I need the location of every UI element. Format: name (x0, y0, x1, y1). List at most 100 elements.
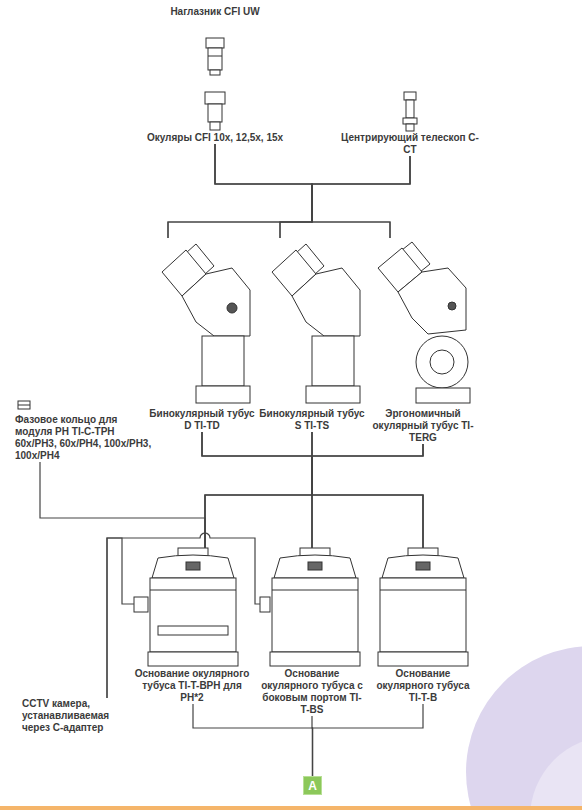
binocular-tube-s (272, 244, 360, 403)
base-foot (270, 652, 360, 666)
side-port (260, 597, 270, 612)
component-caption: Основание окулярного тубуса с боковым по… (260, 668, 364, 716)
eyepiece-top (205, 92, 225, 104)
tube-neck (312, 336, 354, 386)
component-tube: Бинокулярный тубус D TI-TD (148, 238, 256, 432)
figure-space (150, 18, 280, 80)
binocular-tube-d (162, 244, 250, 403)
connector-line (202, 432, 423, 548)
connector-line (215, 144, 390, 238)
connector-line (107, 538, 134, 698)
connector-line (280, 156, 410, 238)
figure-space (258, 238, 366, 408)
tube-head (398, 268, 466, 334)
base-logo (186, 562, 200, 570)
bottom-stripe (0, 806, 582, 810)
side-port (134, 597, 148, 612)
tube-flange (196, 386, 250, 403)
component-caption: Центрирующий телескоп C-CT (335, 132, 485, 156)
telescope-top (404, 92, 416, 100)
base-foot (378, 652, 468, 666)
eyepiece-end (210, 122, 220, 130)
tube-base-b (378, 548, 468, 666)
eyecup-rim (206, 38, 224, 48)
connector-line (205, 444, 423, 548)
figure-space (371, 548, 475, 668)
connector-line (312, 444, 423, 548)
connector-line (312, 432, 423, 548)
connector-line (205, 432, 312, 548)
tube-cylinder-cap (430, 350, 454, 374)
component-caption: Наглазник CFI UW (150, 6, 280, 18)
phase-ring-line (18, 405, 30, 406)
component-tube-base: Основание окулярного тубуса TI-T-B (371, 548, 475, 704)
telescope-ring (403, 118, 417, 124)
connector-line (202, 432, 312, 548)
base-line (380, 590, 466, 591)
eyecup-line (208, 56, 222, 57)
component-tube: Эргономичный окулярный тубус TI-TERG (369, 238, 477, 444)
tube-base-bph (134, 548, 238, 666)
figure-space (335, 88, 485, 132)
eyepiece-body (208, 104, 222, 122)
decor-circle (530, 736, 582, 810)
component-caption: Бинокулярный тубус D TI-TD (148, 408, 256, 432)
telescope-body (406, 100, 414, 118)
phase-ring (18, 401, 30, 409)
telescope-icon (403, 92, 417, 131)
tube-knob (448, 302, 456, 310)
component-phase-ring: Фазовое кольцо для модуля PH TI-C-TPH 60… (15, 400, 155, 462)
component-eyecup: Наглазник CFI UW (150, 6, 280, 80)
component-caption: Бинокулярный тубус S TI-TS (258, 408, 366, 432)
connector-line (313, 704, 424, 776)
base-logo (308, 562, 322, 570)
figure-space (260, 548, 364, 668)
component-telescope: Центрирующий телескоп C-CT (335, 88, 485, 156)
figure-space (369, 238, 477, 408)
badge-label: A (308, 779, 317, 793)
base-foot (148, 652, 238, 666)
base-dome (382, 555, 464, 578)
tube-head (292, 268, 360, 336)
tube-flange (306, 386, 360, 403)
component-caption: CCTV камера, устанавливаемая через C-ада… (22, 698, 126, 734)
component-tube-base: Основание окулярного тубуса с боковым по… (260, 548, 364, 716)
phase-ring-icon (18, 401, 30, 409)
component-caption: Основание окулярного тубуса TI-T-BPH для… (134, 668, 250, 704)
ergonomic-tube (378, 242, 470, 403)
eyepiece-icon (205, 92, 225, 130)
tube-neck (202, 336, 244, 386)
connector-line (312, 444, 423, 548)
background-decoration (0, 646, 582, 810)
tube-base-bs (260, 548, 360, 666)
connector-line (193, 704, 313, 776)
tube-flange (416, 388, 470, 403)
base-line (272, 590, 358, 591)
figure-space (15, 400, 155, 414)
component-tube-base: Основание окулярного тубуса TI-T-BPH для… (134, 548, 250, 704)
component-eyepiece: Окуляры CFI 10x, 12,5x, 15x (140, 88, 290, 144)
figure-space (148, 238, 256, 408)
base-slider (158, 626, 228, 635)
tube-knob (227, 303, 237, 313)
component-caption: Фазовое кольцо для модуля PH TI-C-TPH 60… (15, 414, 155, 462)
connector-line (202, 432, 312, 548)
base-logo (416, 562, 430, 570)
component-caption: Окуляры CFI 10x, 12,5x, 15x (140, 132, 290, 144)
connector-line (168, 156, 410, 238)
telescope-end (406, 124, 414, 131)
connector-line (168, 144, 312, 238)
tube-head (182, 268, 250, 336)
component-camera: CCTV камера, устанавливаемая через C-ада… (22, 698, 126, 734)
eyecup-body (208, 48, 222, 70)
tube-cylinder (416, 336, 468, 388)
connector-line (215, 144, 312, 238)
connector-line (40, 462, 205, 548)
figure-space (140, 88, 290, 132)
connector-line (312, 156, 410, 238)
figure-space (134, 548, 250, 668)
base-line (150, 590, 236, 591)
base-body (150, 578, 236, 652)
component-caption: Эргономичный окулярный тубус TI-TERG (369, 408, 477, 444)
base-body (380, 578, 466, 652)
